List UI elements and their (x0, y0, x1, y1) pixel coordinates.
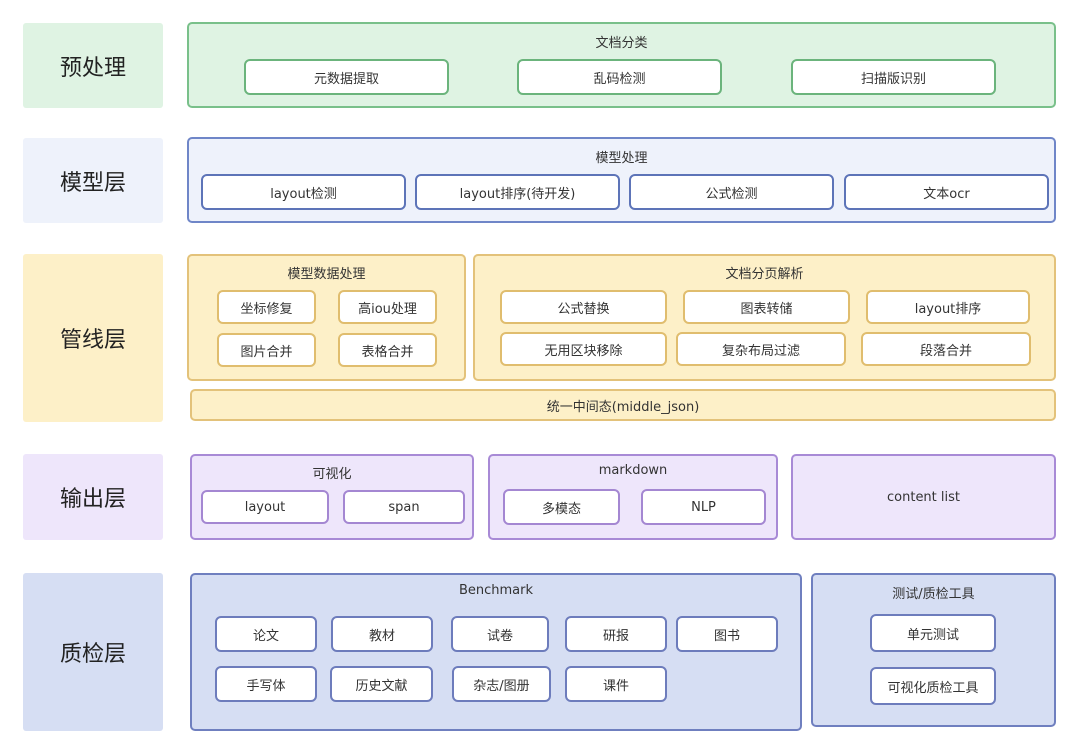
layer-label-model: 模型层 (23, 138, 163, 223)
layer-label-qa: 质检层 (23, 573, 163, 731)
group-title: 模型处理 (595, 151, 648, 166)
box-chart-dump: 图表转储 (683, 290, 850, 324)
box-scan-detect: 扫描版识别 (791, 59, 996, 95)
group-title: 测试/质检工具 (892, 587, 975, 602)
box-layout: layout (201, 490, 329, 524)
group-title: 文档分页解析 (725, 267, 804, 282)
box-textbook: 教材 (331, 616, 433, 652)
box-exam: 试卷 (451, 616, 549, 652)
box-handwriting: 手写体 (215, 666, 317, 702)
box-image-merge: 图片合并 (217, 333, 316, 367)
box-garble-detect: 乱码检测 (517, 59, 722, 95)
box-paper: 论文 (215, 616, 317, 652)
box-multimodal: 多模态 (503, 489, 620, 525)
group-benchmark: Benchmark (190, 573, 802, 731)
box-nlp: NLP (641, 489, 766, 525)
group-content-list: content list (791, 454, 1056, 540)
box-high-iou: 高iou处理 (338, 290, 437, 324)
box-courseware: 课件 (565, 666, 667, 702)
box-coord-fix: 坐标修复 (217, 290, 316, 324)
box-text-ocr: 文本ocr (844, 174, 1049, 210)
box-metadata-extract: 元数据提取 (244, 59, 449, 95)
layer-label-output: 输出层 (23, 454, 163, 540)
group-title: 模型数据处理 (287, 267, 366, 282)
box-paragraph-merge: 段落合并 (861, 332, 1031, 366)
box-formula-replace: 公式替换 (500, 290, 667, 324)
box-table-merge: 表格合并 (338, 333, 437, 367)
box-layout-detect: layout检测 (201, 174, 406, 210)
box-magazine: 杂志/图册 (452, 666, 551, 702)
box-formula-detect: 公式检测 (629, 174, 834, 210)
box-unit-test: 单元测试 (870, 614, 996, 652)
group-title: 文档分类 (595, 36, 648, 51)
layer-label-preprocess: 预处理 (23, 23, 163, 108)
group-title: 可视化 (312, 467, 352, 482)
bar-middle-json: 统一中间态(middle_json) (190, 389, 1056, 421)
box-research-report: 研报 (565, 616, 667, 652)
box-visual-qa-tool: 可视化质检工具 (870, 667, 996, 705)
box-historical-docs: 历史文献 (330, 666, 433, 702)
group-title: Benchmark (458, 583, 534, 598)
box-layout-sort: layout排序 (866, 290, 1030, 324)
box-useless-block-remove: 无用区块移除 (500, 332, 667, 366)
box-layout-sort-dev: layout排序(待开发) (415, 174, 620, 210)
box-book: 图书 (676, 616, 778, 652)
group-title: markdown (598, 463, 668, 478)
box-span: span (343, 490, 465, 524)
layer-label-pipeline: 管线层 (23, 254, 163, 422)
box-complex-layout-filter: 复杂布局过滤 (676, 332, 846, 366)
